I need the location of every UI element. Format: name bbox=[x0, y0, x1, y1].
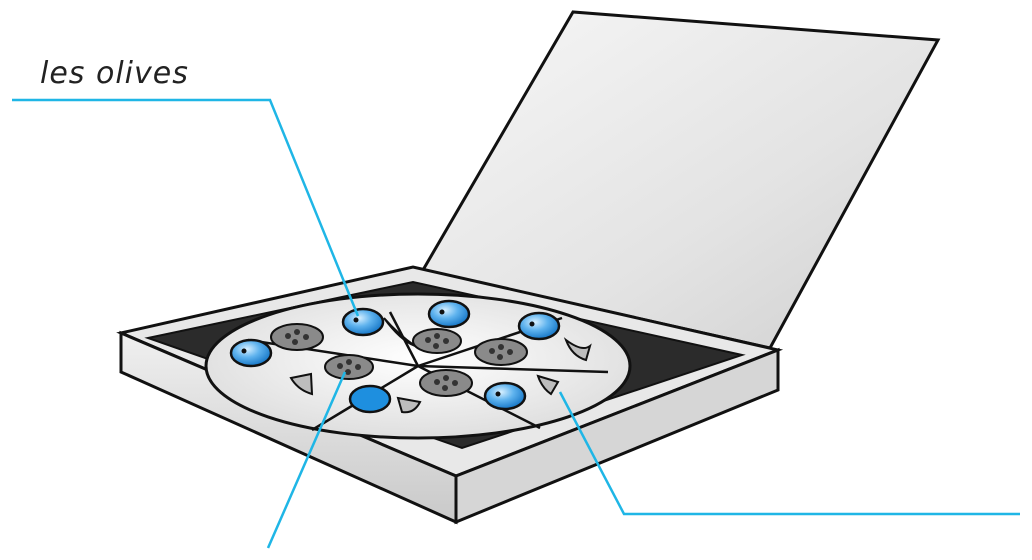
olive bbox=[485, 383, 525, 409]
sausage-slice bbox=[420, 370, 472, 396]
olive bbox=[343, 309, 383, 335]
label-olives: les olives bbox=[40, 56, 189, 91]
sausage-slice bbox=[413, 329, 461, 353]
sausage-slice bbox=[271, 324, 323, 350]
olive bbox=[519, 313, 559, 339]
sausage-slice bbox=[475, 339, 527, 365]
olive bbox=[429, 301, 469, 327]
sausage-slice bbox=[325, 355, 373, 379]
leader-line-olives bbox=[12, 100, 358, 316]
olive bbox=[231, 340, 271, 366]
olive bbox=[350, 386, 390, 412]
